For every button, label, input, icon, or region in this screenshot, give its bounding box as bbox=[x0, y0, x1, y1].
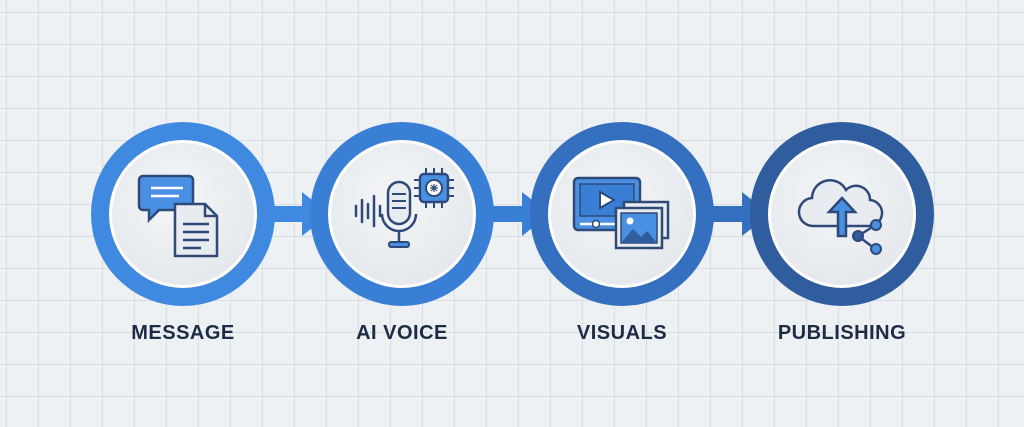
stage-label-ai-voice: AI VOICE bbox=[356, 322, 448, 344]
microphone-chip-icon bbox=[354, 168, 454, 248]
stage-publishing-circle bbox=[750, 122, 934, 306]
cloud-upload-share-icon bbox=[797, 179, 884, 255]
chat-document-icon bbox=[137, 174, 219, 258]
stage-ai-voice-circle bbox=[310, 122, 494, 306]
stage-label-visuals: VISUALS bbox=[576, 322, 668, 344]
video-images-icon bbox=[572, 176, 670, 250]
stage-label-publishing: PUBLISHING bbox=[777, 322, 907, 344]
stage-label-message: MESSAGE bbox=[131, 322, 235, 344]
stage-visuals-circle bbox=[530, 122, 714, 306]
stage-message-circle bbox=[91, 122, 275, 306]
